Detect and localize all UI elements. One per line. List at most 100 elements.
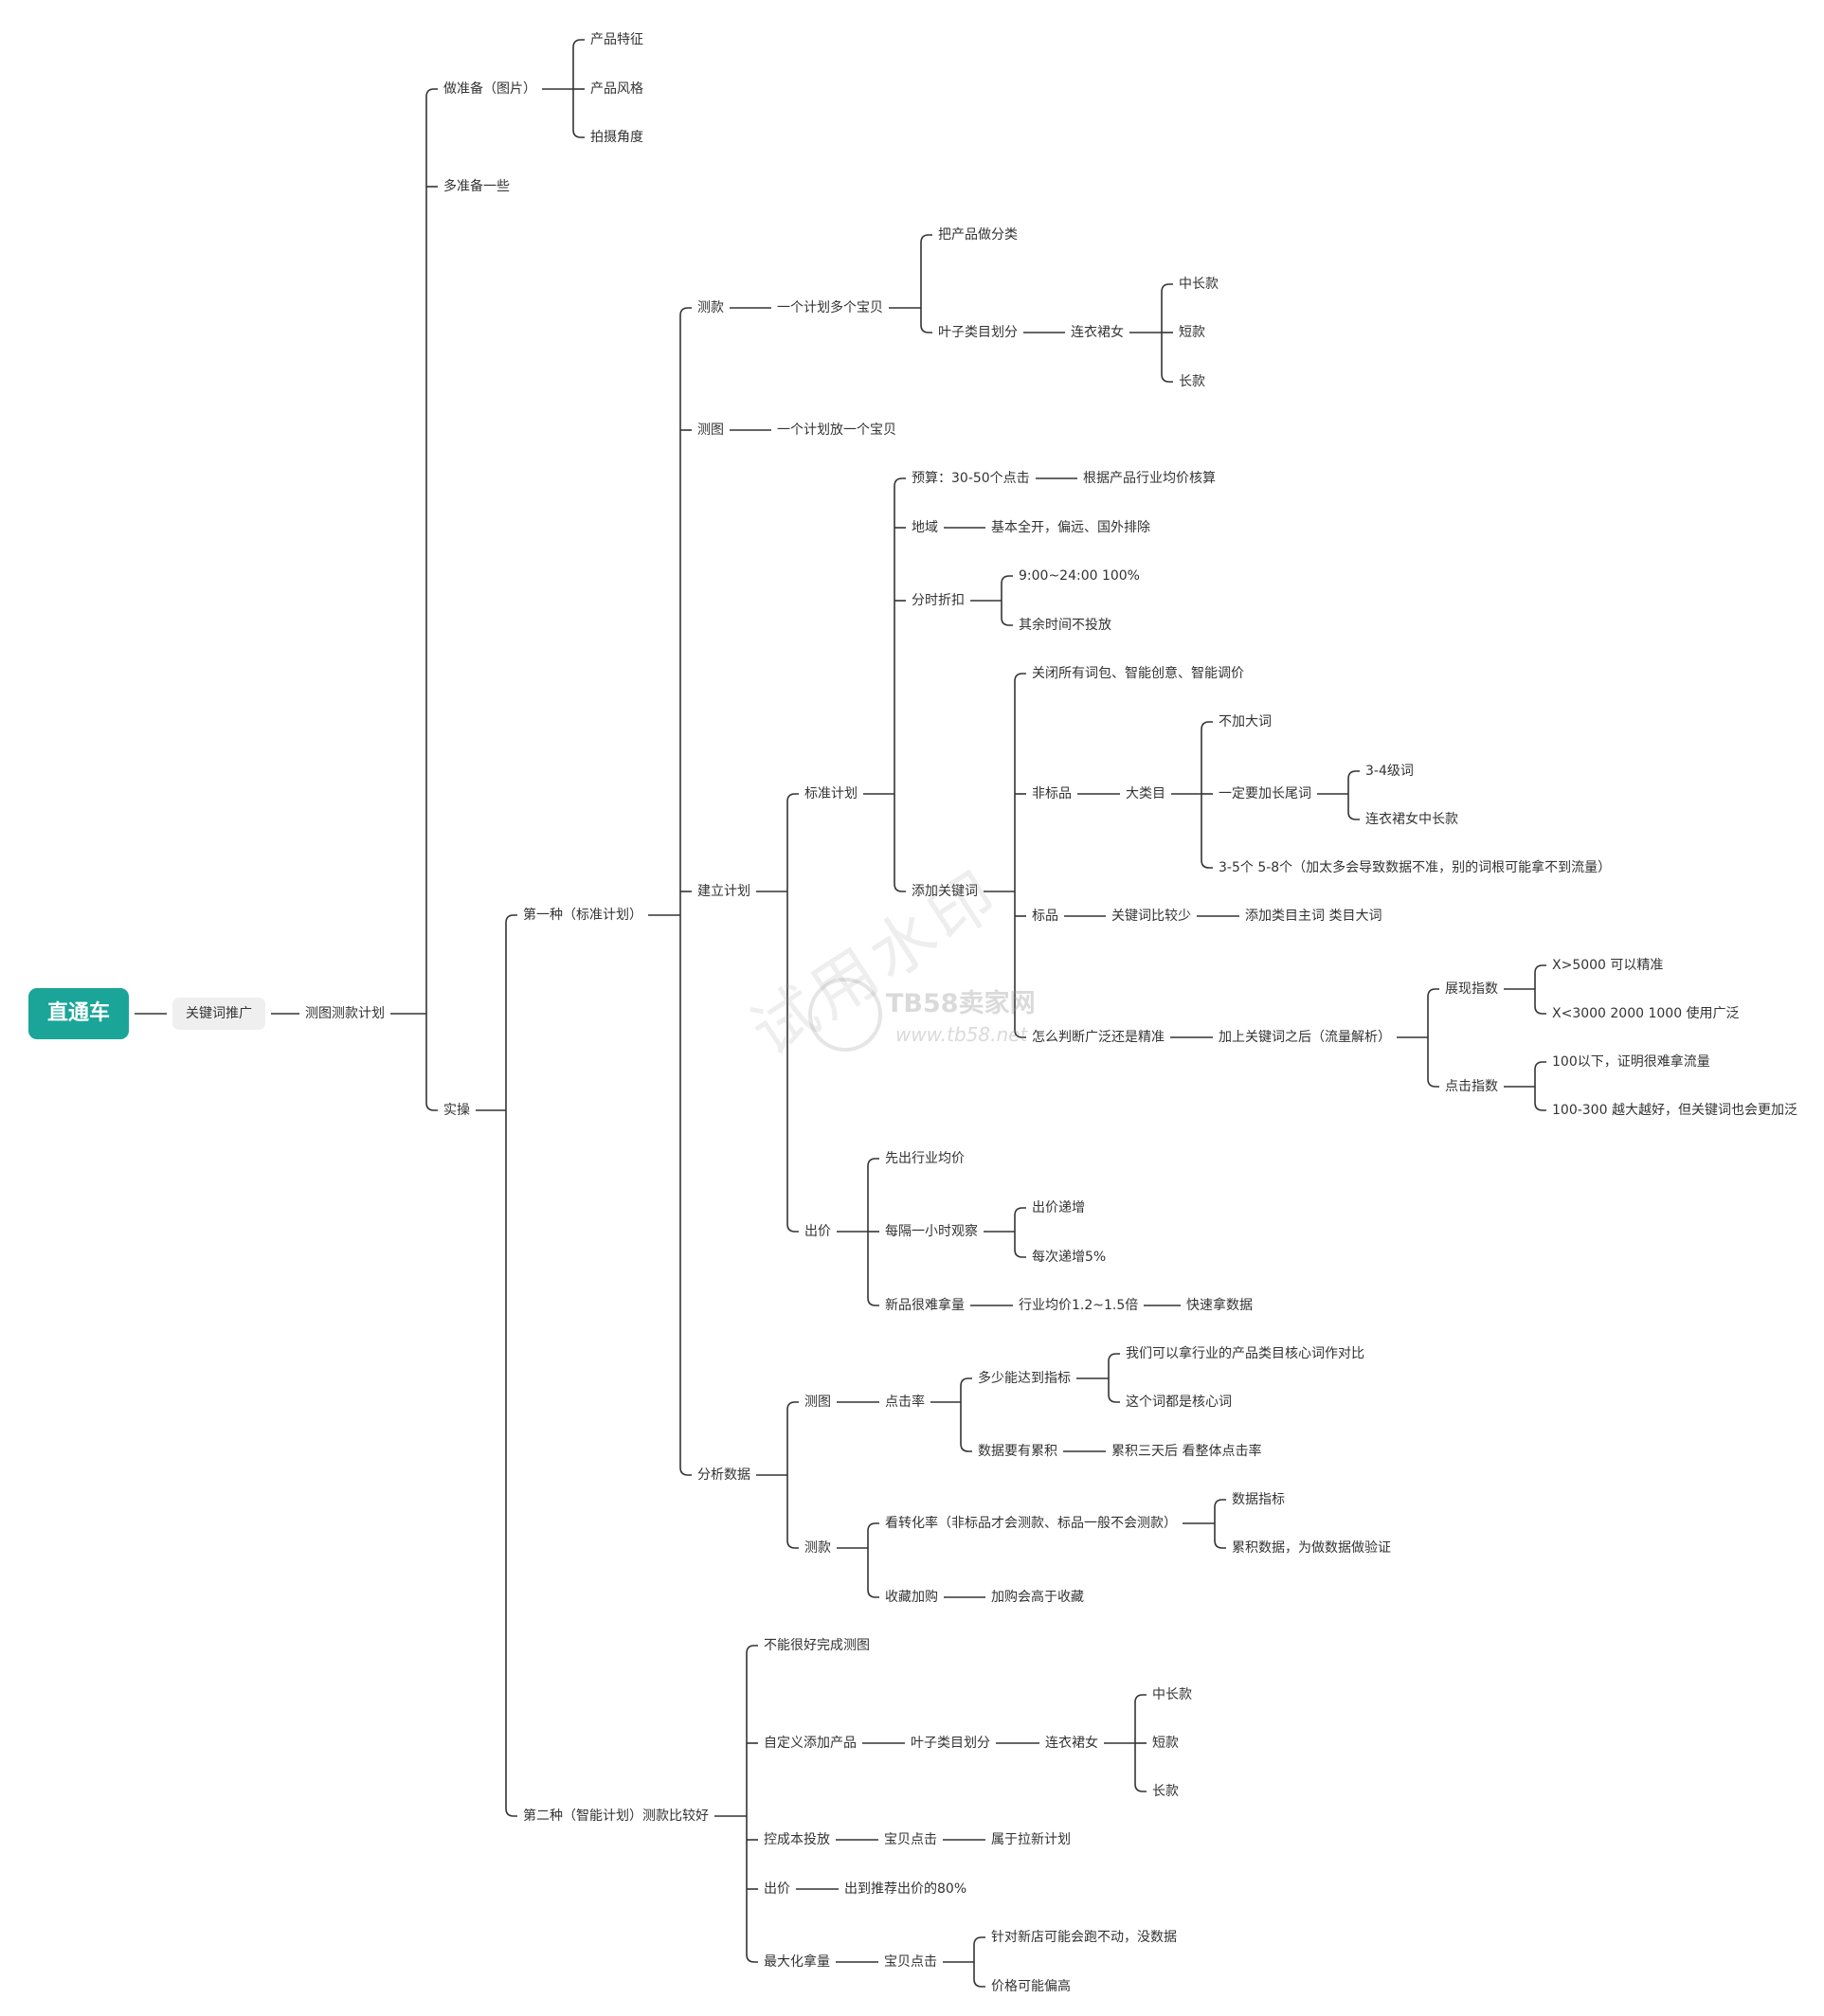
mindmap-node-n15[interactable]: 连衣裙女 bbox=[1071, 325, 1124, 340]
mindmap-node-n79[interactable]: 长款 bbox=[1152, 1784, 1179, 1799]
mindmap-node-n77[interactable]: 中长款 bbox=[1152, 1687, 1192, 1702]
mindmap-node-n31[interactable]: 关闭所有词包、智能创意、智能调价 bbox=[1032, 666, 1244, 681]
connector bbox=[973, 1978, 985, 1988]
mindmap-node-n19[interactable]: 测图 bbox=[697, 423, 724, 438]
mindmap-node-n9[interactable]: 实操 bbox=[443, 1103, 470, 1118]
mindmap-node-n5[interactable]: 产品特征 bbox=[590, 32, 643, 47]
mindmap-node-n40[interactable]: 关键词比较少 bbox=[1111, 909, 1191, 924]
mindmap-node-n3[interactable]: 测图测款计划 bbox=[305, 1006, 385, 1021]
mindmap-node-n18[interactable]: 长款 bbox=[1179, 374, 1205, 389]
mindmap-node-n72[interactable]: 第二种（智能计划）测款比较好 bbox=[523, 1809, 709, 1824]
mindmap-node-n80[interactable]: 控成本投放 bbox=[764, 1832, 830, 1847]
mindmap-node-n14[interactable]: 叶子类目划分 bbox=[938, 325, 1018, 340]
mindmap-node-n45[interactable]: X>5000 可以精准 bbox=[1552, 958, 1664, 973]
mindmap-node-n27[interactable]: 分时折扣 bbox=[912, 593, 965, 608]
mindmap-node-n71[interactable]: 加购会高于收藏 bbox=[991, 1590, 1084, 1605]
mindmap-node-n8[interactable]: 多准备一些 bbox=[443, 179, 510, 194]
mindmap-node-n42[interactable]: 怎么判断广泛还是精准 bbox=[1032, 1030, 1165, 1045]
mindmap-node-n76[interactable]: 连衣裙女 bbox=[1045, 1736, 1098, 1751]
mindmap-node-n13[interactable]: 把产品做分类 bbox=[938, 227, 1018, 243]
mindmap-node-n74[interactable]: 自定义添加产品 bbox=[764, 1736, 857, 1751]
mindmap-node-n39[interactable]: 标品 bbox=[1032, 909, 1058, 924]
mindmap-node-n54[interactable]: 每次递增5% bbox=[1032, 1250, 1107, 1265]
mindmap-node-n64[interactable]: 数据要有累积 bbox=[978, 1444, 1057, 1459]
mindmap-node-n35[interactable]: 一定要加长尾词 bbox=[1219, 786, 1311, 801]
mindmap-node-n20[interactable]: 一个计划放一个宝贝 bbox=[777, 423, 896, 438]
mindmap-node-n86[interactable]: 宝贝点击 bbox=[884, 1954, 937, 1970]
mindmap-node-n51[interactable]: 先出行业均价 bbox=[885, 1151, 965, 1166]
mindmap-node-n52[interactable]: 每隔一小时观察 bbox=[885, 1224, 978, 1239]
connector bbox=[1161, 283, 1173, 293]
mindmap-node-n63[interactable]: 这个词都是核心词 bbox=[1126, 1395, 1232, 1410]
mindmap-node-n84[interactable]: 出到推荐出价的80% bbox=[844, 1881, 967, 1897]
mindmap-node-n10[interactable]: 第一种（标准计划） bbox=[523, 908, 642, 923]
mindmap-node-n4[interactable]: 做准备（图片） bbox=[443, 81, 536, 97]
mindmap-node-n24[interactable]: 根据产品行业均价核算 bbox=[1083, 471, 1216, 486]
mindmap-node-n43[interactable]: 加上关键词之后（流量解析） bbox=[1219, 1030, 1391, 1045]
mindmap-node-n49[interactable]: 100-300 越大越好，但关键词也会更加泛 bbox=[1552, 1103, 1797, 1118]
mindmap-node-n22[interactable]: 标准计划 bbox=[804, 786, 858, 801]
mindmap-node-n44[interactable]: 展现指数 bbox=[1445, 981, 1498, 997]
mindmap-node-n26[interactable]: 基本全开，偏远、国外排除 bbox=[991, 520, 1150, 535]
mindmap-node-n82[interactable]: 属于拉新计划 bbox=[991, 1832, 1071, 1847]
mindmap-node-n73[interactable]: 不能很好完成测图 bbox=[764, 1638, 870, 1653]
mindmap-node-n25[interactable]: 地域 bbox=[912, 520, 938, 535]
connector bbox=[1534, 964, 1546, 974]
mindmap-node-n61[interactable]: 多少能达到指标 bbox=[978, 1371, 1071, 1386]
mindmap-node-n36[interactable]: 3-4级词 bbox=[1365, 764, 1414, 779]
mindmap-node-n17[interactable]: 短款 bbox=[1179, 325, 1205, 340]
mindmap-node-n28[interactable]: 9:00~24:00 100% bbox=[1019, 568, 1140, 584]
mindmap-node-n59[interactable]: 测图 bbox=[804, 1395, 831, 1410]
connector bbox=[1214, 1499, 1226, 1508]
mindmap-node-n53[interactable]: 出价递增 bbox=[1032, 1200, 1085, 1215]
connector bbox=[1347, 811, 1360, 820]
connector bbox=[960, 1377, 972, 1387]
mindmap-node-n6[interactable]: 产品风格 bbox=[590, 81, 643, 97]
mindmap-node-n65[interactable]: 累积三天后 看整体点击率 bbox=[1111, 1444, 1262, 1459]
connector bbox=[1014, 1029, 1026, 1038]
connector bbox=[505, 1808, 517, 1817]
mindmap-node-n68[interactable]: 数据指标 bbox=[1232, 1492, 1285, 1507]
mindmap-node-n78[interactable]: 短款 bbox=[1152, 1736, 1179, 1751]
mindmap-node-n38[interactable]: 3-5个 5-8个（加太多会导致数据不准，别的词根可能拿不到流量） bbox=[1219, 860, 1612, 875]
mindmap-node-n70[interactable]: 收藏加购 bbox=[885, 1590, 938, 1605]
mindmap-node-n47[interactable]: 点击指数 bbox=[1445, 1079, 1498, 1094]
mindmap-node-n69[interactable]: 累积数据，为做数据做验证 bbox=[1232, 1540, 1391, 1556]
mindmap-node-n23[interactable]: 预算：30-50个点击 bbox=[912, 471, 1030, 486]
mindmap-node-n55[interactable]: 新品很难拿量 bbox=[885, 1298, 965, 1313]
mindmap-node-n83[interactable]: 出价 bbox=[764, 1881, 790, 1897]
mindmap-node-n66[interactable]: 测款 bbox=[804, 1540, 831, 1556]
mindmap-node-n41[interactable]: 添加类目主词 类目大词 bbox=[1245, 909, 1382, 924]
mindmap-node-n57[interactable]: 快速拿数据 bbox=[1186, 1298, 1253, 1313]
mindmap-node-n60[interactable]: 点击率 bbox=[885, 1395, 925, 1410]
mindmap-node-n2[interactable]: 关键词推广 bbox=[172, 998, 265, 1030]
mindmap-node-n85[interactable]: 最大化拿量 bbox=[764, 1954, 830, 1970]
mindmap-node-n29[interactable]: 其余时间不投放 bbox=[1019, 618, 1111, 633]
mindmap-node-n32[interactable]: 非标品 bbox=[1032, 786, 1072, 801]
mindmap-node-n37[interactable]: 连衣裙女中长款 bbox=[1365, 812, 1458, 827]
mindmap-node-n87[interactable]: 针对新店可能会跑不动，没数据 bbox=[991, 1930, 1177, 1945]
mindmap-node-n75[interactable]: 叶子类目划分 bbox=[911, 1736, 990, 1751]
mindmap-node-n12[interactable]: 一个计划多个宝贝 bbox=[777, 300, 883, 315]
mindmap-node-n46[interactable]: X<3000 2000 1000 使用广泛 bbox=[1552, 1006, 1740, 1021]
mindmap-node-n62[interactable]: 我们可以拿行业的产品类目核心词作对比 bbox=[1126, 1346, 1364, 1361]
mindmap-node-n11[interactable]: 测款 bbox=[697, 300, 724, 315]
connector bbox=[1134, 1783, 1147, 1792]
connector bbox=[679, 1467, 692, 1476]
mindmap-node-n81[interactable]: 宝贝点击 bbox=[884, 1832, 937, 1847]
mindmap-node-n33[interactable]: 大类目 bbox=[1126, 786, 1165, 801]
mindmap-node-n30[interactable]: 添加关键词 bbox=[912, 884, 978, 899]
root-node[interactable]: 直通车 bbox=[28, 988, 130, 1039]
mindmap-node-n16[interactable]: 中长款 bbox=[1179, 277, 1219, 292]
mindmap-node-n48[interactable]: 100以下，证明很难拿流量 bbox=[1552, 1054, 1710, 1070]
mindmap-node-n88[interactable]: 价格可能偏高 bbox=[991, 1979, 1071, 1994]
mindmap-node-n56[interactable]: 行业均价1.2~1.5倍 bbox=[1019, 1298, 1139, 1313]
mindmap-node-n58[interactable]: 分析数据 bbox=[697, 1467, 750, 1483]
mindmap-node-n34[interactable]: 不加大词 bbox=[1219, 714, 1272, 729]
mindmap-node-n50[interactable]: 出价 bbox=[804, 1224, 831, 1239]
connector bbox=[920, 324, 932, 333]
connector bbox=[786, 1401, 799, 1411]
mindmap-node-n21[interactable]: 建立计划 bbox=[697, 884, 750, 899]
mindmap-node-n67[interactable]: 看转化率（非标品才会测款、标品一般不会测款） bbox=[885, 1516, 1177, 1531]
mindmap-node-n7[interactable]: 拍摄角度 bbox=[590, 130, 643, 145]
